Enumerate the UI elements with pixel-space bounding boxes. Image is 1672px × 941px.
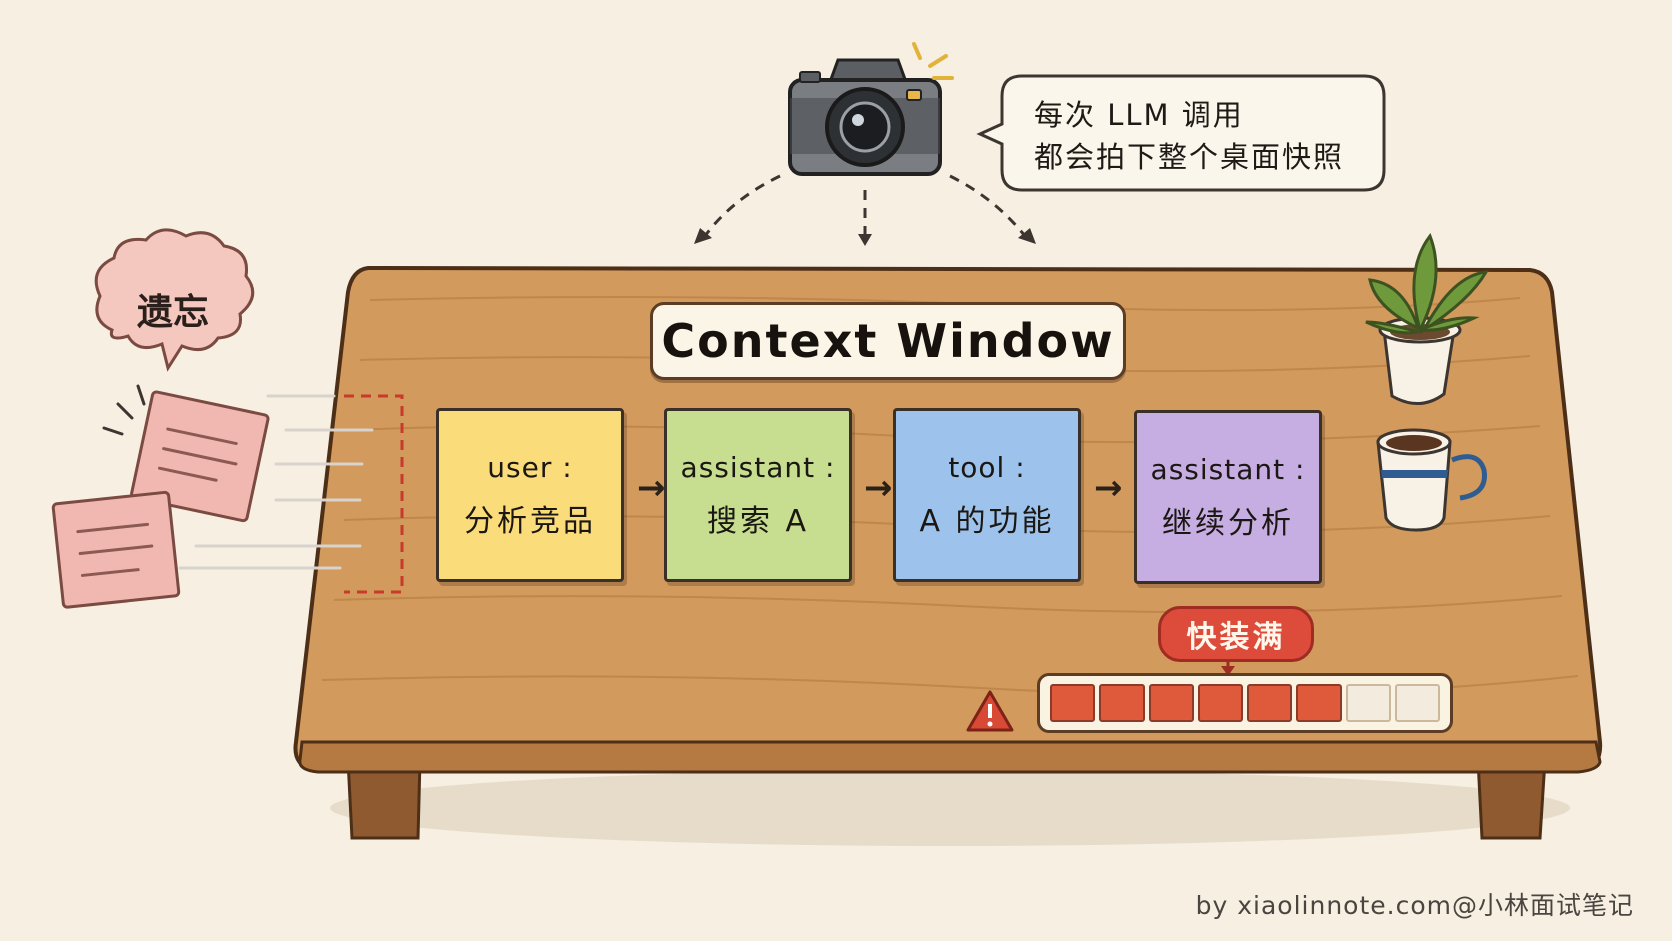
thought-cloud-icon — [94, 228, 255, 372]
eviction-boundary — [344, 394, 404, 594]
capacity-segment-filled — [1197, 684, 1243, 722]
message-role: user : — [487, 450, 573, 484]
speech-bubble-icon — [976, 74, 1386, 192]
context-window-title: Context Window — [661, 314, 1115, 368]
flow-arrow-icon: → — [864, 468, 893, 508]
message-content: 分析竞品 — [464, 503, 596, 539]
capacity-segment-empty — [1345, 684, 1391, 722]
message-content: 继续分析 — [1162, 505, 1294, 541]
capacity-segment-filled — [1148, 684, 1194, 722]
capacity-segment-empty — [1394, 684, 1440, 722]
context-window-title-plate: Context Window — [650, 302, 1126, 380]
context-capacity-bar — [1037, 673, 1453, 733]
capacity-warning-label: 快装满 — [1158, 606, 1314, 662]
flow-arrow-icon: → — [1094, 468, 1123, 508]
table-legs — [346, 758, 1547, 840]
plant-icon — [1365, 232, 1489, 405]
capacity-segment-filled — [1247, 684, 1293, 722]
message-role: assistant : — [1150, 452, 1306, 486]
warning-icon — [966, 690, 1014, 732]
message-note-tool: tool : A 的功能 — [893, 408, 1081, 582]
camera-icon — [788, 42, 954, 176]
coffee-mug-icon — [1376, 428, 1487, 532]
capacity-segment-filled — [1050, 684, 1096, 722]
message-role: tool : — [948, 450, 1026, 484]
message-note-assistant: assistant : 搜索 A — [664, 408, 852, 582]
message-note-assistant-2: assistant : 继续分析 — [1134, 410, 1322, 584]
flow-arrow-icon: → — [637, 468, 666, 508]
message-content: 搜索 A — [706, 503, 810, 539]
camera-caption-line1: 每次 LLM 调用 — [1034, 98, 1244, 132]
message-content: A 的功能 — [919, 503, 1055, 539]
message-role: assistant : — [680, 450, 836, 484]
snapshot-arrows — [700, 174, 1030, 241]
credit-text: by xiaolinnote.com@小林面试笔记 — [1195, 891, 1634, 920]
message-note-user: user : 分析竞品 — [436, 408, 624, 582]
forget-label: 遗忘 — [136, 292, 209, 333]
capacity-segment-filled — [1296, 684, 1342, 722]
forgotten-notes — [51, 384, 374, 609]
camera-caption-line2: 都会拍下整个桌面快照 — [1034, 140, 1345, 174]
capacity-segment-filled — [1099, 684, 1145, 722]
